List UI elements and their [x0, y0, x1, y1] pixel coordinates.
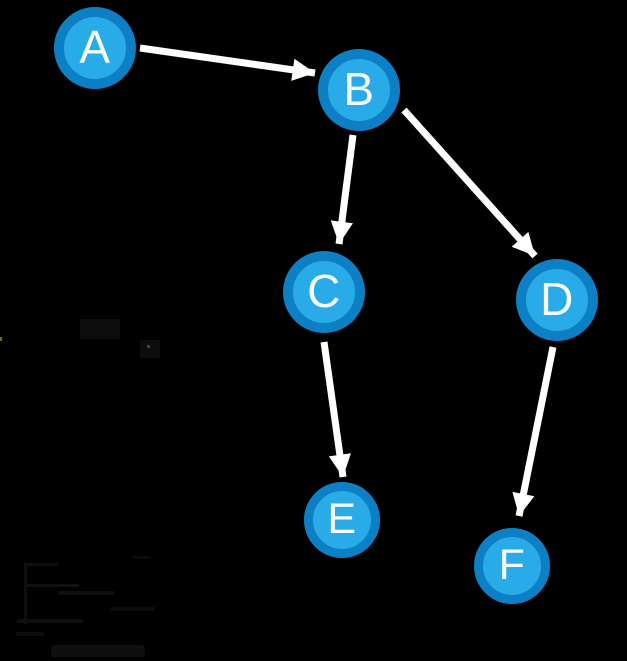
faint-artifact	[16, 632, 44, 636]
graph-node-d[interactable]: D	[516, 259, 598, 341]
node-label: E	[327, 494, 357, 543]
edge-arrow-c-e	[320, 341, 351, 478]
edge-arrow-d-f	[512, 346, 557, 517]
edge-arrow-b-d	[401, 107, 538, 259]
graph-node-c[interactable]: C	[283, 251, 365, 333]
faint-artifact	[58, 591, 114, 595]
faint-artifact	[24, 562, 27, 624]
faint-artifact	[0, 337, 2, 341]
node-label: A	[79, 21, 111, 73]
node-label: D	[540, 273, 574, 325]
node-label: F	[498, 540, 526, 589]
faint-artifact	[80, 319, 120, 339]
faint-artifact	[140, 340, 160, 358]
node-label: C	[307, 265, 341, 317]
faint-artifact	[51, 645, 145, 657]
faint-artifact	[110, 607, 155, 611]
edge-arrow-a-b	[139, 44, 316, 81]
edge-arrow-b-c	[330, 134, 357, 245]
graph-node-b[interactable]: B	[318, 49, 400, 131]
graph-node-e[interactable]: E	[304, 482, 380, 558]
faint-artifact	[27, 584, 79, 587]
graph-node-a[interactable]: A	[54, 7, 136, 89]
faint-artifact	[147, 345, 150, 348]
node-label: B	[343, 63, 375, 115]
faint-artifact	[132, 556, 150, 559]
faint-artifact	[26, 563, 58, 566]
graph-node-f[interactable]: F	[474, 528, 550, 604]
faint-artifact	[17, 619, 83, 623]
